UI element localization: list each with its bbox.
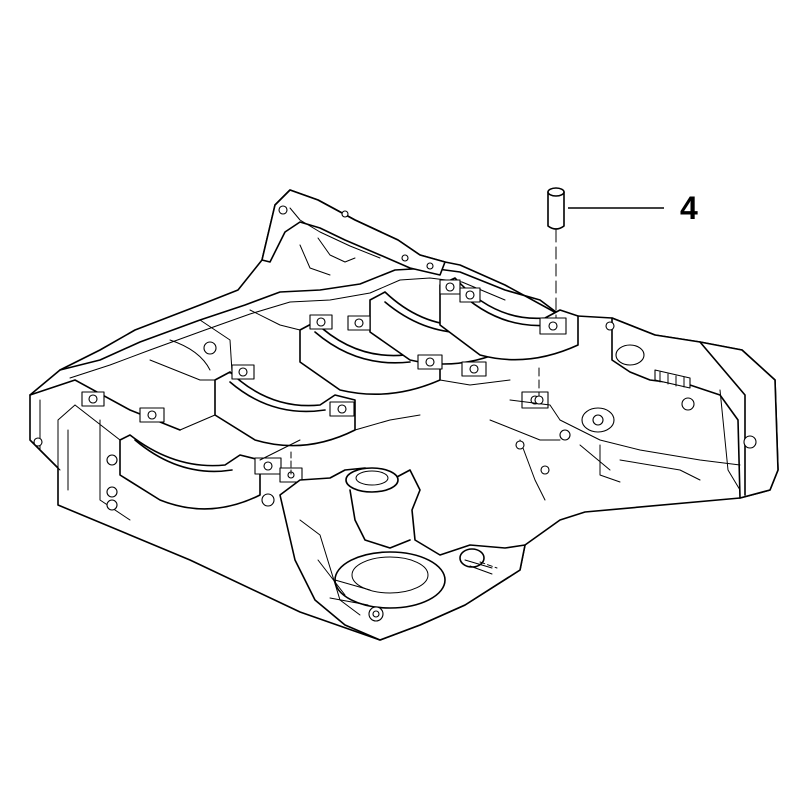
- rear-flange: [489, 317, 779, 501]
- callout-number-4: 4: [680, 190, 698, 226]
- dowel-pin-part: [547, 187, 565, 230]
- front-pump-area: [261, 467, 526, 641]
- dowel-locations: [290, 229, 557, 569]
- rear-housing: [261, 189, 446, 276]
- ribs: [33, 309, 511, 521]
